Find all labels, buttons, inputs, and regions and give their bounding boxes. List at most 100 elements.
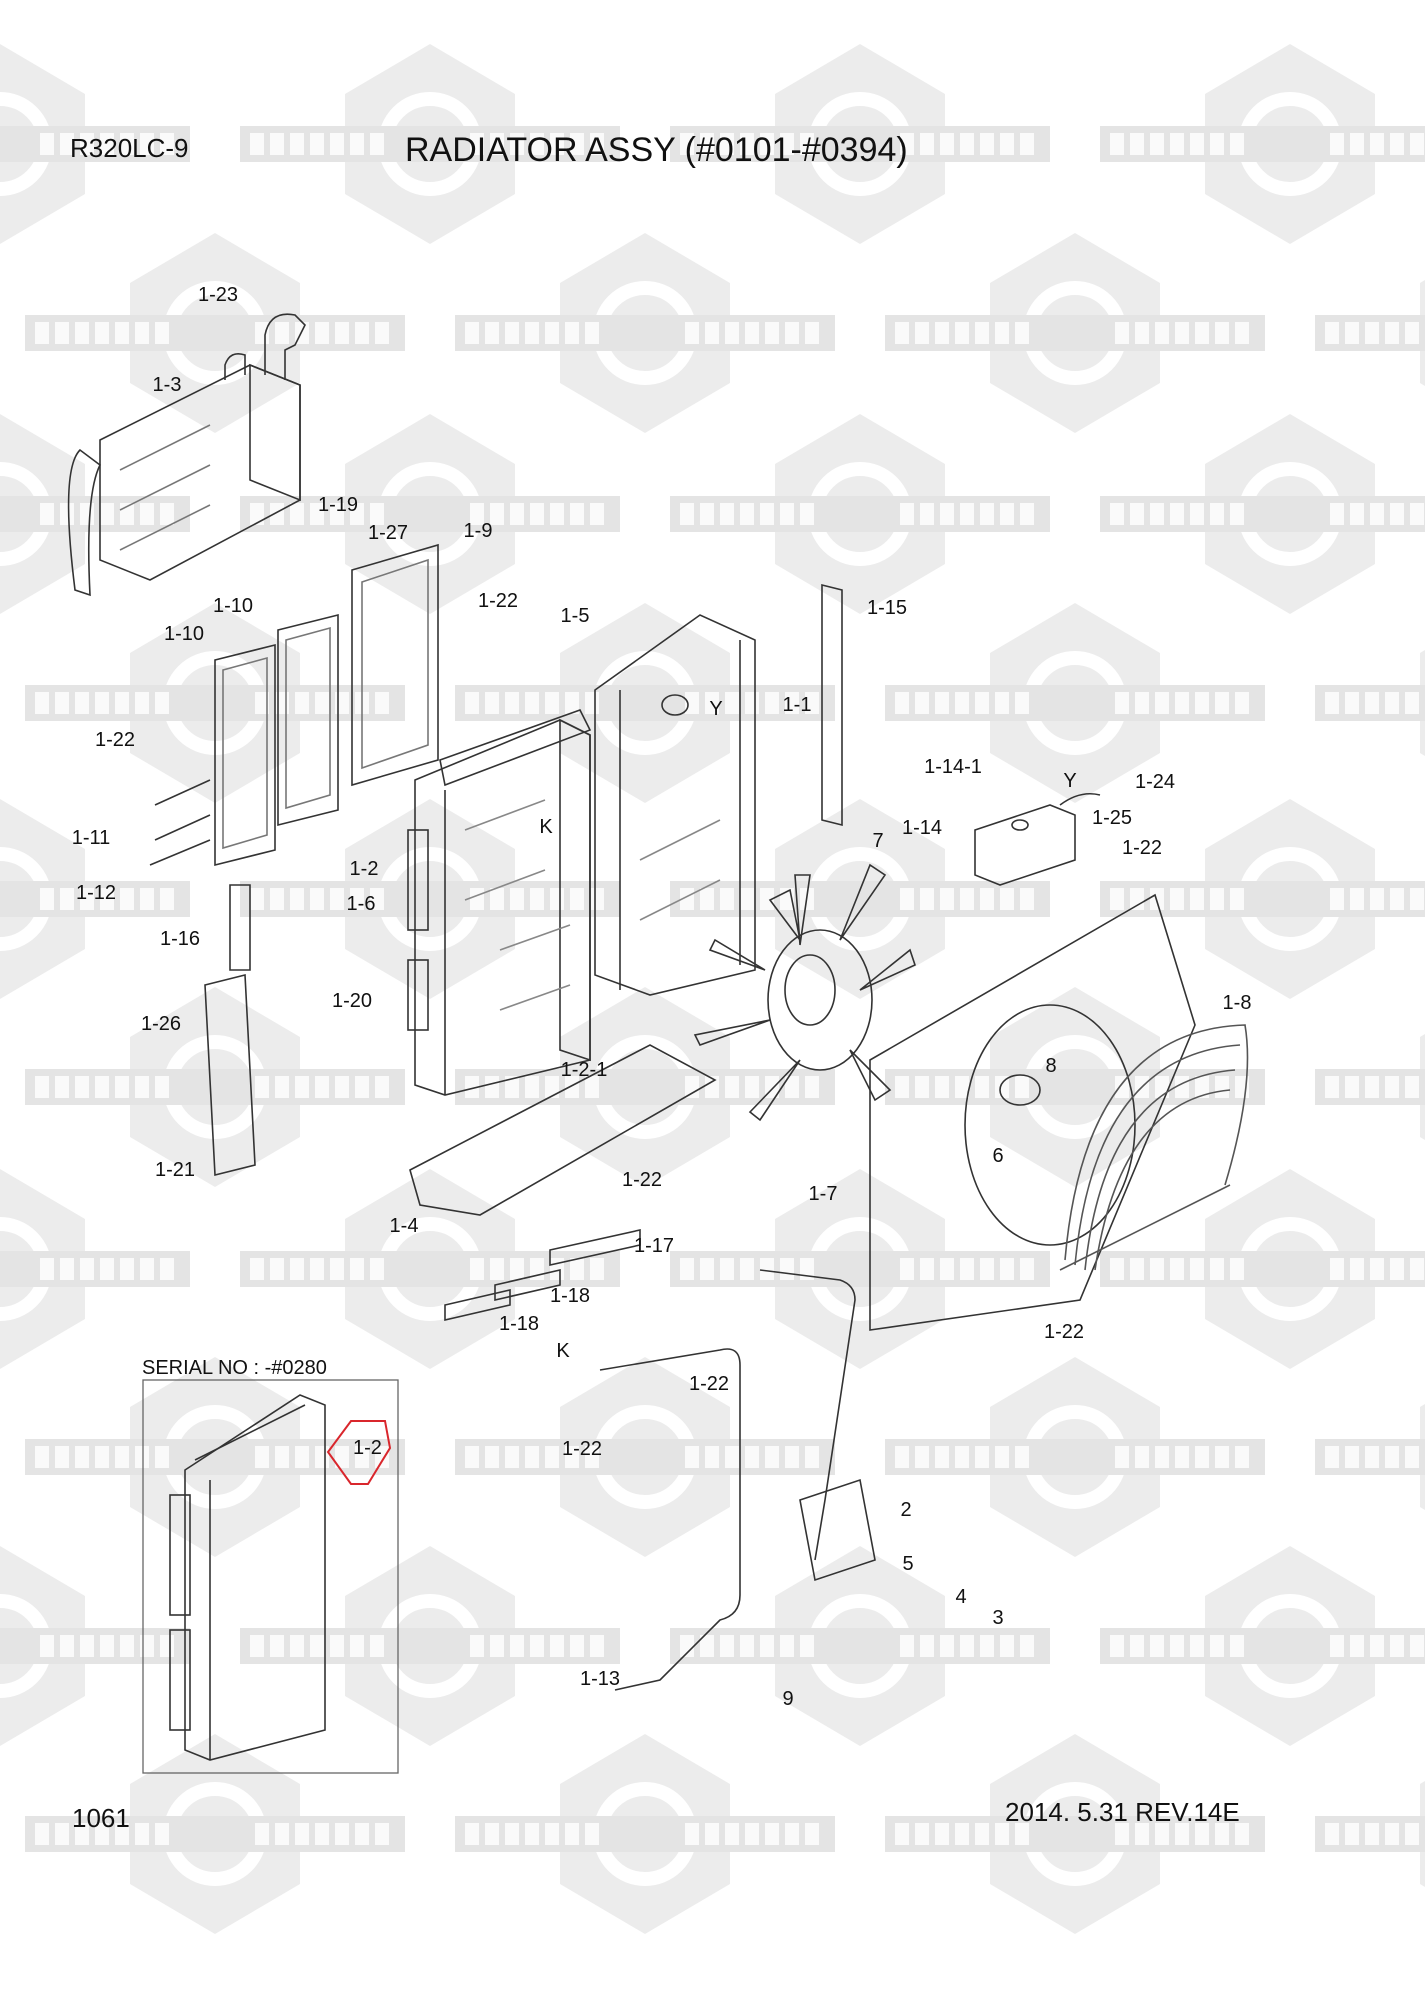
- part-number-label[interactable]: 1-25: [1091, 807, 1133, 829]
- part-number-label[interactable]: 1-14-1: [924, 756, 982, 778]
- part-number-label[interactable]: 1-12: [75, 882, 117, 904]
- part-number-label[interactable]: 5: [902, 1553, 914, 1575]
- part-number-label[interactable]: K: [556, 1340, 570, 1362]
- watermark-logo: [1315, 650, 1425, 756]
- part-number-label[interactable]: 1-10: [212, 595, 254, 617]
- part-number-label[interactable]: 1-15: [866, 597, 908, 619]
- watermark-logo: [670, 44, 1050, 244]
- part-number-label[interactable]: 1-7: [808, 1183, 838, 1205]
- page-number: 1061: [72, 1803, 130, 1833]
- watermark-logo: [455, 233, 835, 433]
- part-number-label[interactable]: 1-18: [549, 1285, 591, 1307]
- part-number-label[interactable]: 1-10: [163, 623, 205, 645]
- part-number-label[interactable]: 1-20: [331, 990, 373, 1012]
- callout-hexagon: [326, 1420, 392, 1485]
- part-number-label[interactable]: 1-3: [152, 374, 182, 396]
- inset-radiator-drawing: [169, 1394, 326, 1761]
- radiator-core-part: [407, 709, 592, 1096]
- bar-part: [821, 583, 843, 827]
- watermark-logo: [455, 603, 835, 803]
- watermark-logo: [240, 1546, 620, 1746]
- part-number-label[interactable]: 1-24: [1134, 771, 1176, 793]
- watermark-logo: [885, 1734, 1265, 1934]
- part-number-label[interactable]: 1-6: [346, 893, 376, 915]
- part-number-label[interactable]: 1-1: [782, 694, 812, 716]
- part-number-label[interactable]: 1-22: [561, 1438, 603, 1460]
- part-number-label[interactable]: 1-9: [463, 520, 493, 542]
- part-number-label[interactable]: 1-22: [1121, 837, 1163, 859]
- watermark-logo: [0, 799, 190, 999]
- part-number-label[interactable]: 1-16: [159, 928, 201, 950]
- part-number-label[interactable]: 1-8: [1222, 992, 1252, 1014]
- rubber-part: [229, 884, 251, 971]
- watermark-logo: [885, 1357, 1265, 1557]
- watermark-logo: [455, 1734, 835, 1934]
- part-number-label[interactable]: 9: [782, 1688, 794, 1710]
- part-number-label[interactable]: 1-11: [71, 827, 111, 849]
- watermark-logo: [240, 414, 620, 614]
- part-number-label[interactable]: 1-2: [349, 858, 379, 880]
- watermark-logo: [240, 44, 620, 244]
- watermark-logo: [0, 414, 190, 614]
- part-number-label[interactable]: Y: [709, 698, 723, 720]
- part-number-label[interactable]: 1-22: [94, 729, 136, 751]
- page-title: RADIATOR ASSY (#0101-#0394): [405, 131, 908, 169]
- watermark-logo: [1315, 1034, 1425, 1140]
- watermark-logo: [1100, 799, 1425, 999]
- watermark-logo: [1100, 1546, 1425, 1746]
- part-number-label[interactable]: 1-22: [1043, 1321, 1085, 1343]
- watermark-logo: [25, 987, 405, 1187]
- watermark-logo: [0, 1546, 190, 1746]
- part-number-label[interactable]: 1-22: [621, 1169, 663, 1191]
- watermark-logo: [455, 1357, 835, 1557]
- part-number-label[interactable]: 2: [900, 1499, 912, 1521]
- watermark-logo: [885, 603, 1265, 803]
- watermark-logo: [25, 1734, 405, 1934]
- seal-part: [204, 973, 256, 1177]
- part-number-label[interactable]: 3: [992, 1607, 1004, 1629]
- part-number-label[interactable]: 1-19: [317, 494, 359, 516]
- inset-callout-label: 1-2: [353, 1437, 382, 1459]
- part-number-label[interactable]: 1-26: [140, 1013, 182, 1035]
- watermark-logo: [455, 987, 835, 1187]
- part-number-label[interactable]: Y: [1063, 770, 1077, 792]
- part-number-label[interactable]: 8: [1045, 1055, 1057, 1077]
- watermark-logo: [25, 233, 405, 433]
- watermark-logo: [1100, 44, 1425, 244]
- model-name: R320LC-9: [70, 133, 189, 163]
- part-number-label[interactable]: 7: [872, 830, 884, 852]
- part-number-label[interactable]: 1-22: [688, 1373, 730, 1395]
- fan-shroud-part: [869, 893, 1196, 1331]
- part-number-label[interactable]: 1-5: [560, 605, 590, 627]
- part-number-label[interactable]: 1-4: [389, 1215, 419, 1237]
- part-number-label[interactable]: 1-23: [197, 284, 239, 306]
- watermark-logo: [670, 1169, 1050, 1369]
- part-number-label[interactable]: 1-2-1: [560, 1059, 608, 1081]
- part-number-label[interactable]: 1-21: [154, 1159, 196, 1181]
- watermark-logo: [1315, 1404, 1425, 1510]
- part-number-label[interactable]: 1-17: [633, 1235, 675, 1257]
- watermark-logo: [25, 1357, 405, 1557]
- watermark-logo: [1100, 414, 1425, 614]
- part-number-label[interactable]: 1-13: [579, 1668, 621, 1690]
- part-number-label[interactable]: 4: [955, 1586, 967, 1608]
- watermark-logo: [1315, 1781, 1425, 1887]
- part-number-label[interactable]: 1-18: [498, 1313, 540, 1335]
- watermark-logo: [1315, 280, 1425, 386]
- oil-cooler-part: [594, 614, 756, 996]
- part-number-label[interactable]: 1-27: [367, 522, 409, 544]
- part-number-label[interactable]: 1-14: [901, 817, 943, 839]
- part-number-label[interactable]: 1-22: [477, 590, 519, 612]
- inset-frame: [142, 1379, 399, 1774]
- watermark-logo: [670, 414, 1050, 614]
- part-number-label[interactable]: 6: [992, 1145, 1004, 1167]
- serial-note: SERIAL NO : -#0280: [142, 1357, 327, 1379]
- part-number-label[interactable]: K: [539, 816, 553, 838]
- watermark-logo: [240, 799, 620, 999]
- watermark-logo: [885, 233, 1265, 433]
- reservoir-tank-part: [974, 792, 1101, 886]
- watermark-logo: [670, 1546, 1050, 1746]
